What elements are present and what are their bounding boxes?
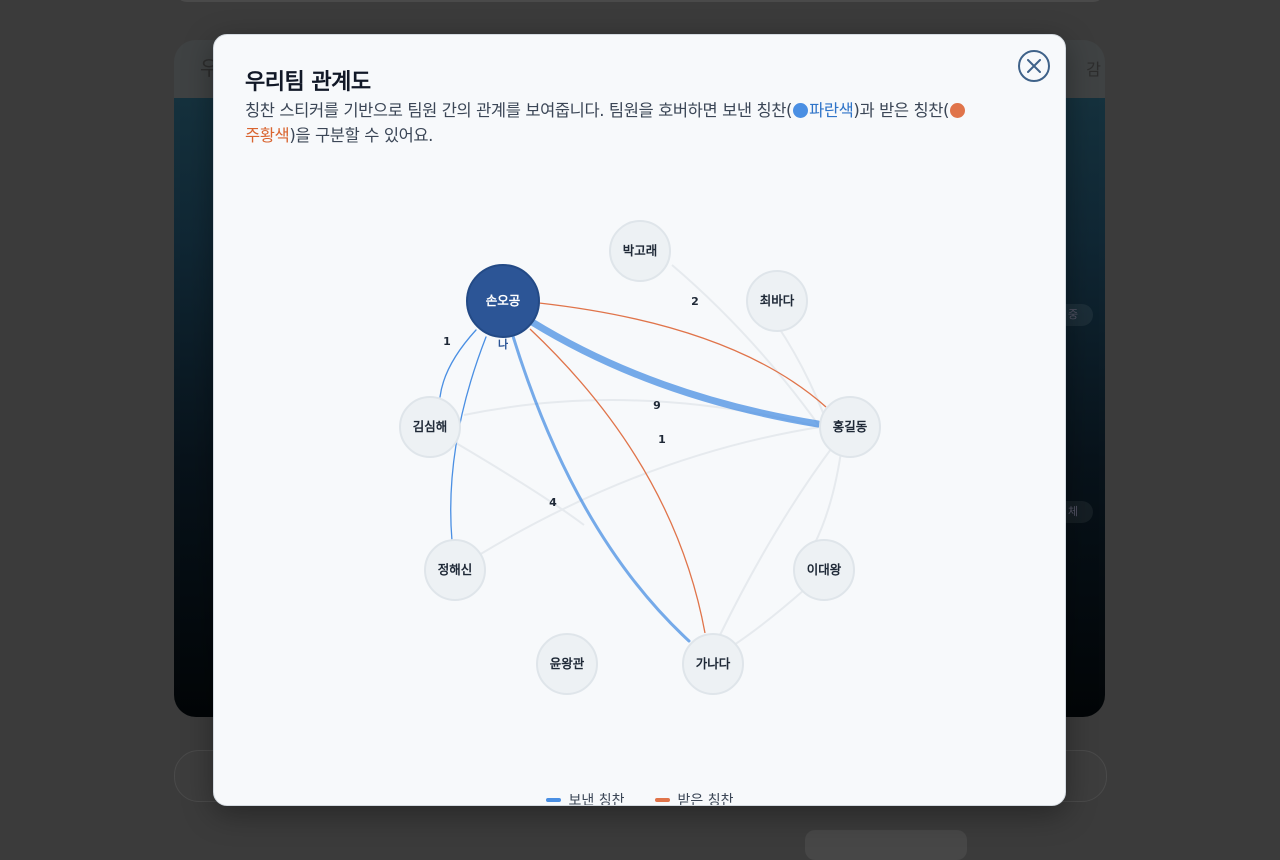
modal-title: 우리팀 관계도 [245, 70, 371, 95]
relationship-modal: 우리팀 관계도 칭찬 스티커를 기반으로 팀원 간의 관계를 보여줍니다. 팀원… [213, 34, 1066, 806]
link-hong-lee [813, 444, 843, 546]
link-choi-hong [776, 324, 825, 416]
desc-text: 칭찬 스티커를 기반으로 팀원 간의 관계를 보여줍니다. 팀원을 호버하면 보… [245, 101, 793, 120]
background-action-label: 감 [1086, 60, 1101, 79]
edge-weight-label: 2 [691, 295, 699, 308]
node-label: 가나다 [696, 656, 731, 671]
node-kim[interactable]: 김심해 [399, 396, 461, 458]
sent-swatch-icon [545, 798, 561, 802]
link-lee-ga [733, 589, 805, 646]
node-label: 정해신 [438, 562, 473, 577]
link-jeong-hong [478, 426, 821, 556]
me-tag: 나 [498, 337, 508, 351]
node-label: 최바다 [760, 293, 795, 308]
orange-dot-icon [950, 103, 966, 118]
desc-blue-text: 파란색 [809, 101, 854, 120]
close-button[interactable] [1018, 50, 1050, 82]
link-park-hong [671, 264, 821, 428]
node-yoon[interactable]: 윤왕관 [536, 633, 598, 695]
legend-received-label: 받은 칭찬 [677, 793, 734, 806]
received-links [529, 302, 827, 634]
node-ga[interactable]: 가나다 [682, 633, 744, 695]
background-card-top [175, 0, 1105, 2]
sent-link-ga [510, 331, 691, 643]
legend-sent-label: 보낸 칭찬 [568, 793, 625, 806]
node-label: 박고래 [623, 243, 658, 258]
sent-link-hong [528, 318, 822, 428]
edge-weight-label: 4 [549, 496, 557, 509]
desc-text: )을 구분할 수 있어요. [289, 126, 434, 145]
edge-weight-label: 1 [658, 433, 666, 446]
graph-legend: 보낸 칭찬 받은 칭찬 [214, 790, 1065, 806]
blue-dot-icon [793, 103, 809, 118]
edge-weight-label: 9 [653, 399, 661, 412]
sent-link-kim [439, 329, 477, 398]
node-jeong[interactable]: 정해신 [424, 539, 486, 601]
desc-text: )과 받은 칭찬( [853, 101, 950, 120]
node-label: 손오공 [486, 293, 521, 308]
faint-links [455, 264, 843, 646]
modal-description: 칭찬 스티커를 기반으로 팀원 간의 관계를 보여줍니다. 팀원을 호버하면 보… [245, 98, 1035, 148]
node-label: 홍길동 [833, 419, 868, 434]
desc-orange-text: 주황색 [245, 126, 290, 145]
link-kim-jeong [455, 442, 585, 526]
node-lee[interactable]: 이대왕 [793, 539, 855, 601]
received-swatch-icon [654, 798, 670, 802]
node-choi[interactable]: 최바다 [746, 270, 808, 332]
link-hong-ga [719, 444, 835, 636]
node-son-me[interactable]: 손오공 나 [466, 264, 540, 351]
node-label: 김심해 [413, 419, 448, 434]
received-link-hong [538, 302, 827, 408]
edge-weight-label: 1 [443, 335, 451, 348]
received-link-ga [529, 328, 706, 634]
relationship-graph: 1 2 9 1 4 박고래 최바다 홍길동 이대왕 가나다 윤왕관 [399, 220, 881, 695]
close-icon [1027, 59, 1041, 73]
sent-links [439, 318, 822, 643]
legend-sent: 보낸 칭찬 [545, 790, 625, 806]
node-hong[interactable]: 홍길동 [819, 396, 881, 458]
node-park[interactable]: 박고래 [609, 220, 671, 282]
node-label: 윤왕관 [550, 656, 585, 671]
legend-received: 받은 칭찬 [654, 790, 734, 806]
node-label: 이대왕 [807, 562, 842, 577]
